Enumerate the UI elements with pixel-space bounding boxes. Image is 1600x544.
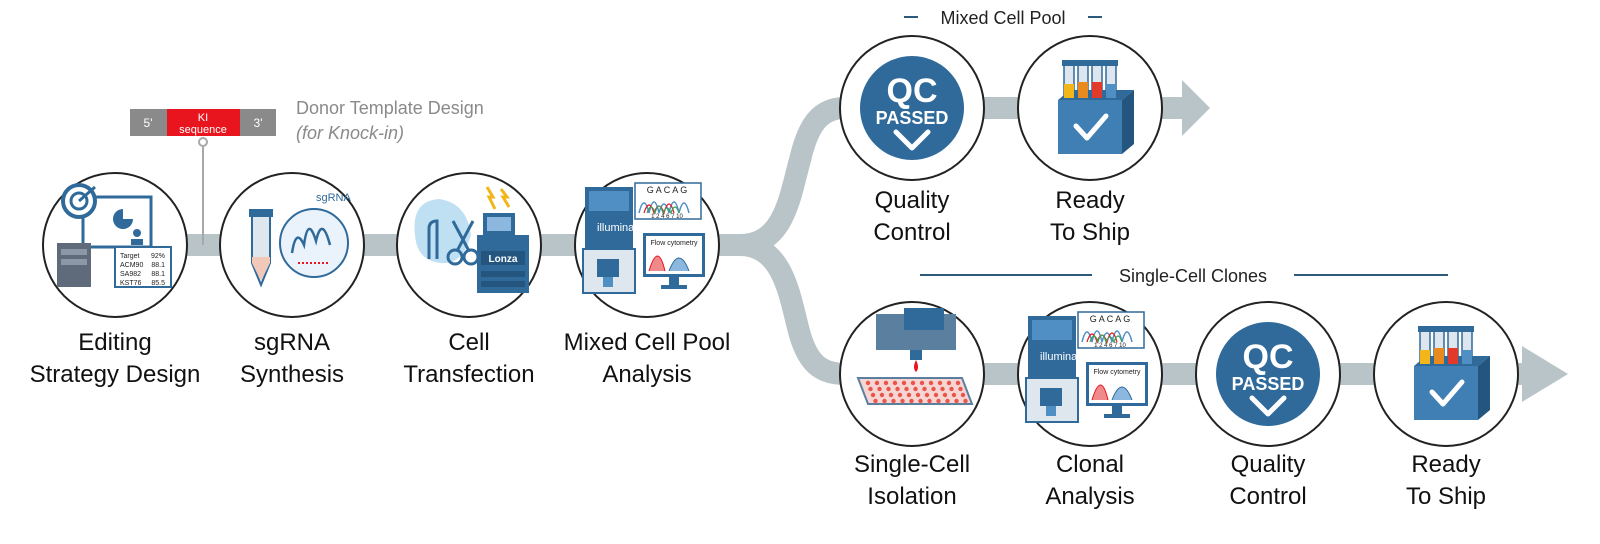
step-label-line2: Strategy Design (30, 361, 201, 388)
svg-text:Clonal: Clonal (1056, 451, 1124, 478)
donor-seg-ki: KI (198, 112, 208, 124)
qc-passed-icon: QC PASSED (860, 56, 964, 160)
svg-text:Target: Target (120, 253, 140, 260)
svg-text:1 2 4 6 7 10: 1 2 4 6 7 10 (651, 214, 683, 220)
step-quality-control-clone: QC PASSED Quality Control (1195, 301, 1341, 510)
svg-text:Mixed Cell Pool: Mixed Cell Pool (940, 8, 1065, 28)
donor-title: Donor Template Design (296, 98, 484, 118)
donor-seg-5: 5' (144, 116, 153, 130)
sequencer-icon: G A C A G 1 2 4 6 7 10 illumina Flow cyt… (582, 182, 705, 294)
scissors-device-icon: Lonza (414, 186, 529, 293)
svg-text:G A C A G: G A C A G (1090, 314, 1131, 324)
sgrna-tag: sgRNA (316, 192, 352, 204)
svg-text:Transfection: Transfection (403, 361, 534, 388)
svg-text:Quality: Quality (875, 187, 950, 214)
svg-text:Isolation: Isolation (867, 483, 956, 510)
flow-track (115, 80, 1568, 402)
step-mixed-pool-analysis: G A C A G 1 2 4 6 7 10 illumina Flow cyt… (564, 172, 731, 388)
svg-text:sgRNA: sgRNA (254, 329, 330, 356)
svg-text:Ready: Ready (1055, 187, 1124, 214)
svg-text:Analysis: Analysis (602, 361, 691, 388)
svg-text:Synthesis: Synthesis (240, 361, 344, 388)
svg-text:85.5: 85.5 (151, 280, 165, 287)
step-sgrna-synthesis: sgRNA sgRNA Synthesis (219, 172, 365, 388)
plate-dispenser-icon (856, 308, 974, 405)
svg-text:1 2 4 6 7 10: 1 2 4 6 7 10 (1094, 343, 1126, 349)
donor-seg-sequence: sequence (179, 124, 227, 136)
donor-template: 5' KI sequence 3' Donor Template Design … (130, 98, 484, 245)
svg-text:QC: QC (887, 72, 938, 110)
sequencer-icon: G A C A G 1 2 4 6 7 10 illumina Flow cyt… (1025, 311, 1148, 423)
svg-text:G A C A G: G A C A G (647, 185, 688, 195)
svg-text:Single-Cell: Single-Cell (854, 451, 970, 478)
svg-text:PASSED: PASSED (1232, 374, 1305, 394)
svg-text:Single-Cell Clones: Single-Cell Clones (1119, 266, 1267, 286)
group-header-mixed-pool: Mixed Cell Pool (904, 8, 1102, 28)
target-computer-icon: Target ACM90 SA982 KST76 92% 88.1 88.1 8… (57, 183, 172, 288)
svg-text:Quality: Quality (1231, 451, 1306, 478)
svg-text:Mixed Cell Pool: Mixed Cell Pool (564, 329, 731, 356)
arrow-head-bottom (1522, 346, 1568, 402)
svg-text:92%: 92% (151, 253, 165, 260)
svg-text:ACM90: ACM90 (120, 262, 143, 269)
svg-text:PASSED: PASSED (876, 108, 949, 128)
step-clonal-analysis: G A C A G 1 2 4 6 7 10 illumina Flow cyt… (1017, 301, 1163, 510)
step-cell-transfection: Lonza Cell Transfection (396, 172, 542, 388)
svg-text:Control: Control (1229, 483, 1306, 510)
svg-text:SA982: SA982 (120, 271, 141, 278)
step-single-cell-isolation: Single-Cell Isolation (839, 301, 985, 510)
step-ready-to-ship-pool: Ready To Ship (1017, 35, 1163, 246)
svg-text:QC: QC (1243, 338, 1294, 376)
svg-text:To Ship: To Ship (1050, 219, 1130, 246)
step-ready-to-ship-clone: Ready To Ship (1373, 301, 1519, 510)
step-quality-control-pool: QC PASSED Quality Control (839, 35, 985, 246)
svg-text:88.1: 88.1 (151, 271, 165, 278)
svg-text:Analysis: Analysis (1045, 483, 1134, 510)
step-editing-strategy: Target ACM90 SA982 KST76 92% 88.1 88.1 8… (30, 172, 201, 388)
svg-text:88.1: 88.1 (151, 262, 165, 269)
svg-text:illumina: illumina (1040, 351, 1078, 363)
tube-rna-icon: sgRNA (249, 192, 352, 288)
svg-text:Ready: Ready (1411, 451, 1480, 478)
svg-text:Flow cytometry: Flow cytometry (650, 240, 698, 247)
step-label-line1: Editing (78, 329, 151, 356)
svg-text:Cell: Cell (448, 329, 489, 356)
svg-text:illumina: illumina (597, 222, 635, 234)
arrow-head-top (1182, 80, 1210, 136)
svg-text:KST76: KST76 (120, 280, 142, 287)
group-header-single-cell: Single-Cell Clones (920, 266, 1448, 286)
donor-subtitle: (for Knock-in) (296, 123, 404, 143)
qc-passed-icon: QC PASSED (1216, 322, 1320, 426)
lonza-label: Lonza (489, 254, 518, 265)
svg-text:To Ship: To Ship (1406, 483, 1486, 510)
svg-text:Control: Control (873, 219, 950, 246)
donor-seg-3: 3' (254, 116, 263, 130)
svg-text:Flow cytometry: Flow cytometry (1093, 369, 1141, 376)
